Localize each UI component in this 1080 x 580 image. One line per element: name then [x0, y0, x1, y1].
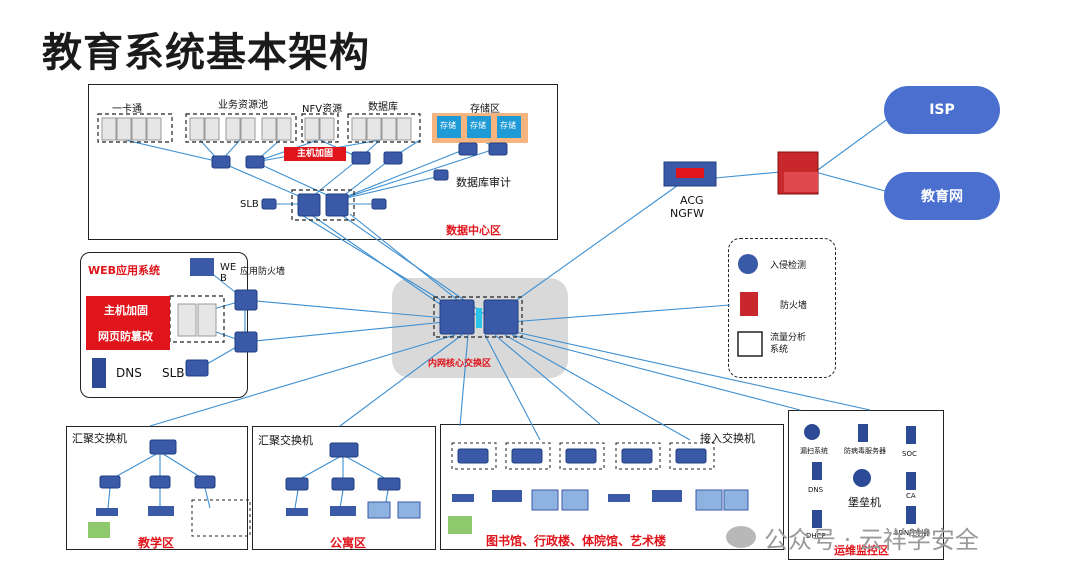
label-ngfw: NGFW — [670, 207, 704, 220]
label-waf: 应用防火墙 — [240, 267, 286, 277]
zone-dorm: 公寓区 — [330, 536, 367, 550]
ops-bastion: 堡垒机 — [848, 496, 881, 509]
ops-scan: 漏扫系统 — [800, 447, 828, 455]
datacenter-panel — [88, 84, 558, 240]
label-dc-slb: SLB — [240, 199, 259, 210]
zone-web: WEB应用系统 — [88, 264, 161, 277]
ops-sdn: SDN控制器 — [894, 529, 931, 537]
label-anti-tamper: 网页防篡改 — [98, 330, 153, 343]
label-teaching-agg: 汇聚交换机 — [72, 432, 127, 445]
legend-traffic: 流量分析系统 — [770, 333, 807, 355]
label-dorm-agg: 汇聚交换机 — [258, 434, 313, 447]
label-storage: 存储区 — [470, 104, 500, 115]
label-business-pool: 业务资源池 — [218, 100, 268, 111]
edu-net-label: 教育网 — [921, 189, 963, 205]
label-yikatong: 一卡通 — [112, 104, 142, 115]
cloud-isp: ISP — [884, 86, 1000, 134]
wechat-icon — [726, 526, 756, 548]
page-title: 教育系统基本架构 — [42, 30, 370, 76]
watermark: 公众号 · 云祥学安全 — [764, 526, 979, 554]
storage-cell-3: 存储 — [500, 121, 516, 130]
web-server-icon — [190, 258, 214, 276]
label-access-switch: 接入交换机 — [700, 432, 755, 445]
endpoints — [88, 358, 749, 538]
host-hardening-badge: 主机加固 — [284, 147, 346, 161]
zone-teaching: 教学区 — [138, 536, 175, 550]
web-red-block — [86, 296, 170, 350]
label-web-dns: DNS — [116, 366, 142, 380]
ids-glyph — [738, 254, 758, 274]
label-web: WE B — [220, 262, 237, 284]
ops-soc: SOC — [902, 450, 917, 458]
label-acg: ACG — [680, 194, 704, 207]
isp-label: ISP — [929, 102, 955, 118]
traffic-glyph — [737, 331, 763, 357]
core-link — [476, 308, 482, 328]
legend-ids: 入侵检测 — [770, 261, 807, 271]
ops-dns: DNS — [808, 486, 824, 494]
dc-groups — [97, 113, 523, 343]
cloud-edu-net: 教育网 — [884, 172, 1000, 220]
label-web-host-hardening: 主机加固 — [104, 304, 148, 317]
zone-datacenter: 数据中心区 — [446, 224, 501, 237]
switches — [99, 142, 707, 491]
ops-ca: CA — [906, 492, 916, 500]
server-racks — [101, 117, 412, 337]
firewall-glyph — [740, 292, 758, 316]
label-database: 数据库 — [368, 102, 398, 113]
zone-library: 图书馆、行政楼、体院馆、艺术楼 — [486, 534, 667, 548]
label-nfv: NFV资源 — [302, 104, 343, 115]
legend-box — [728, 238, 836, 378]
ops-glyphs — [804, 424, 916, 528]
storage-cell-2: 存储 — [470, 121, 486, 130]
storage-cell-1: 存储 — [440, 121, 456, 130]
zone-core: 内网核心交换区 — [428, 359, 492, 369]
ops-dhcp: DHCP — [806, 532, 826, 540]
label-db-audit: 数据库审计 — [456, 176, 511, 189]
legend-firewall: 防火墙 — [780, 301, 808, 311]
zone-ops: 运维监控区 — [834, 544, 889, 557]
ops-antivirus: 防病毒服务器 — [844, 447, 886, 455]
label-web-slb: SLB — [162, 366, 185, 380]
library-panel — [440, 424, 784, 550]
